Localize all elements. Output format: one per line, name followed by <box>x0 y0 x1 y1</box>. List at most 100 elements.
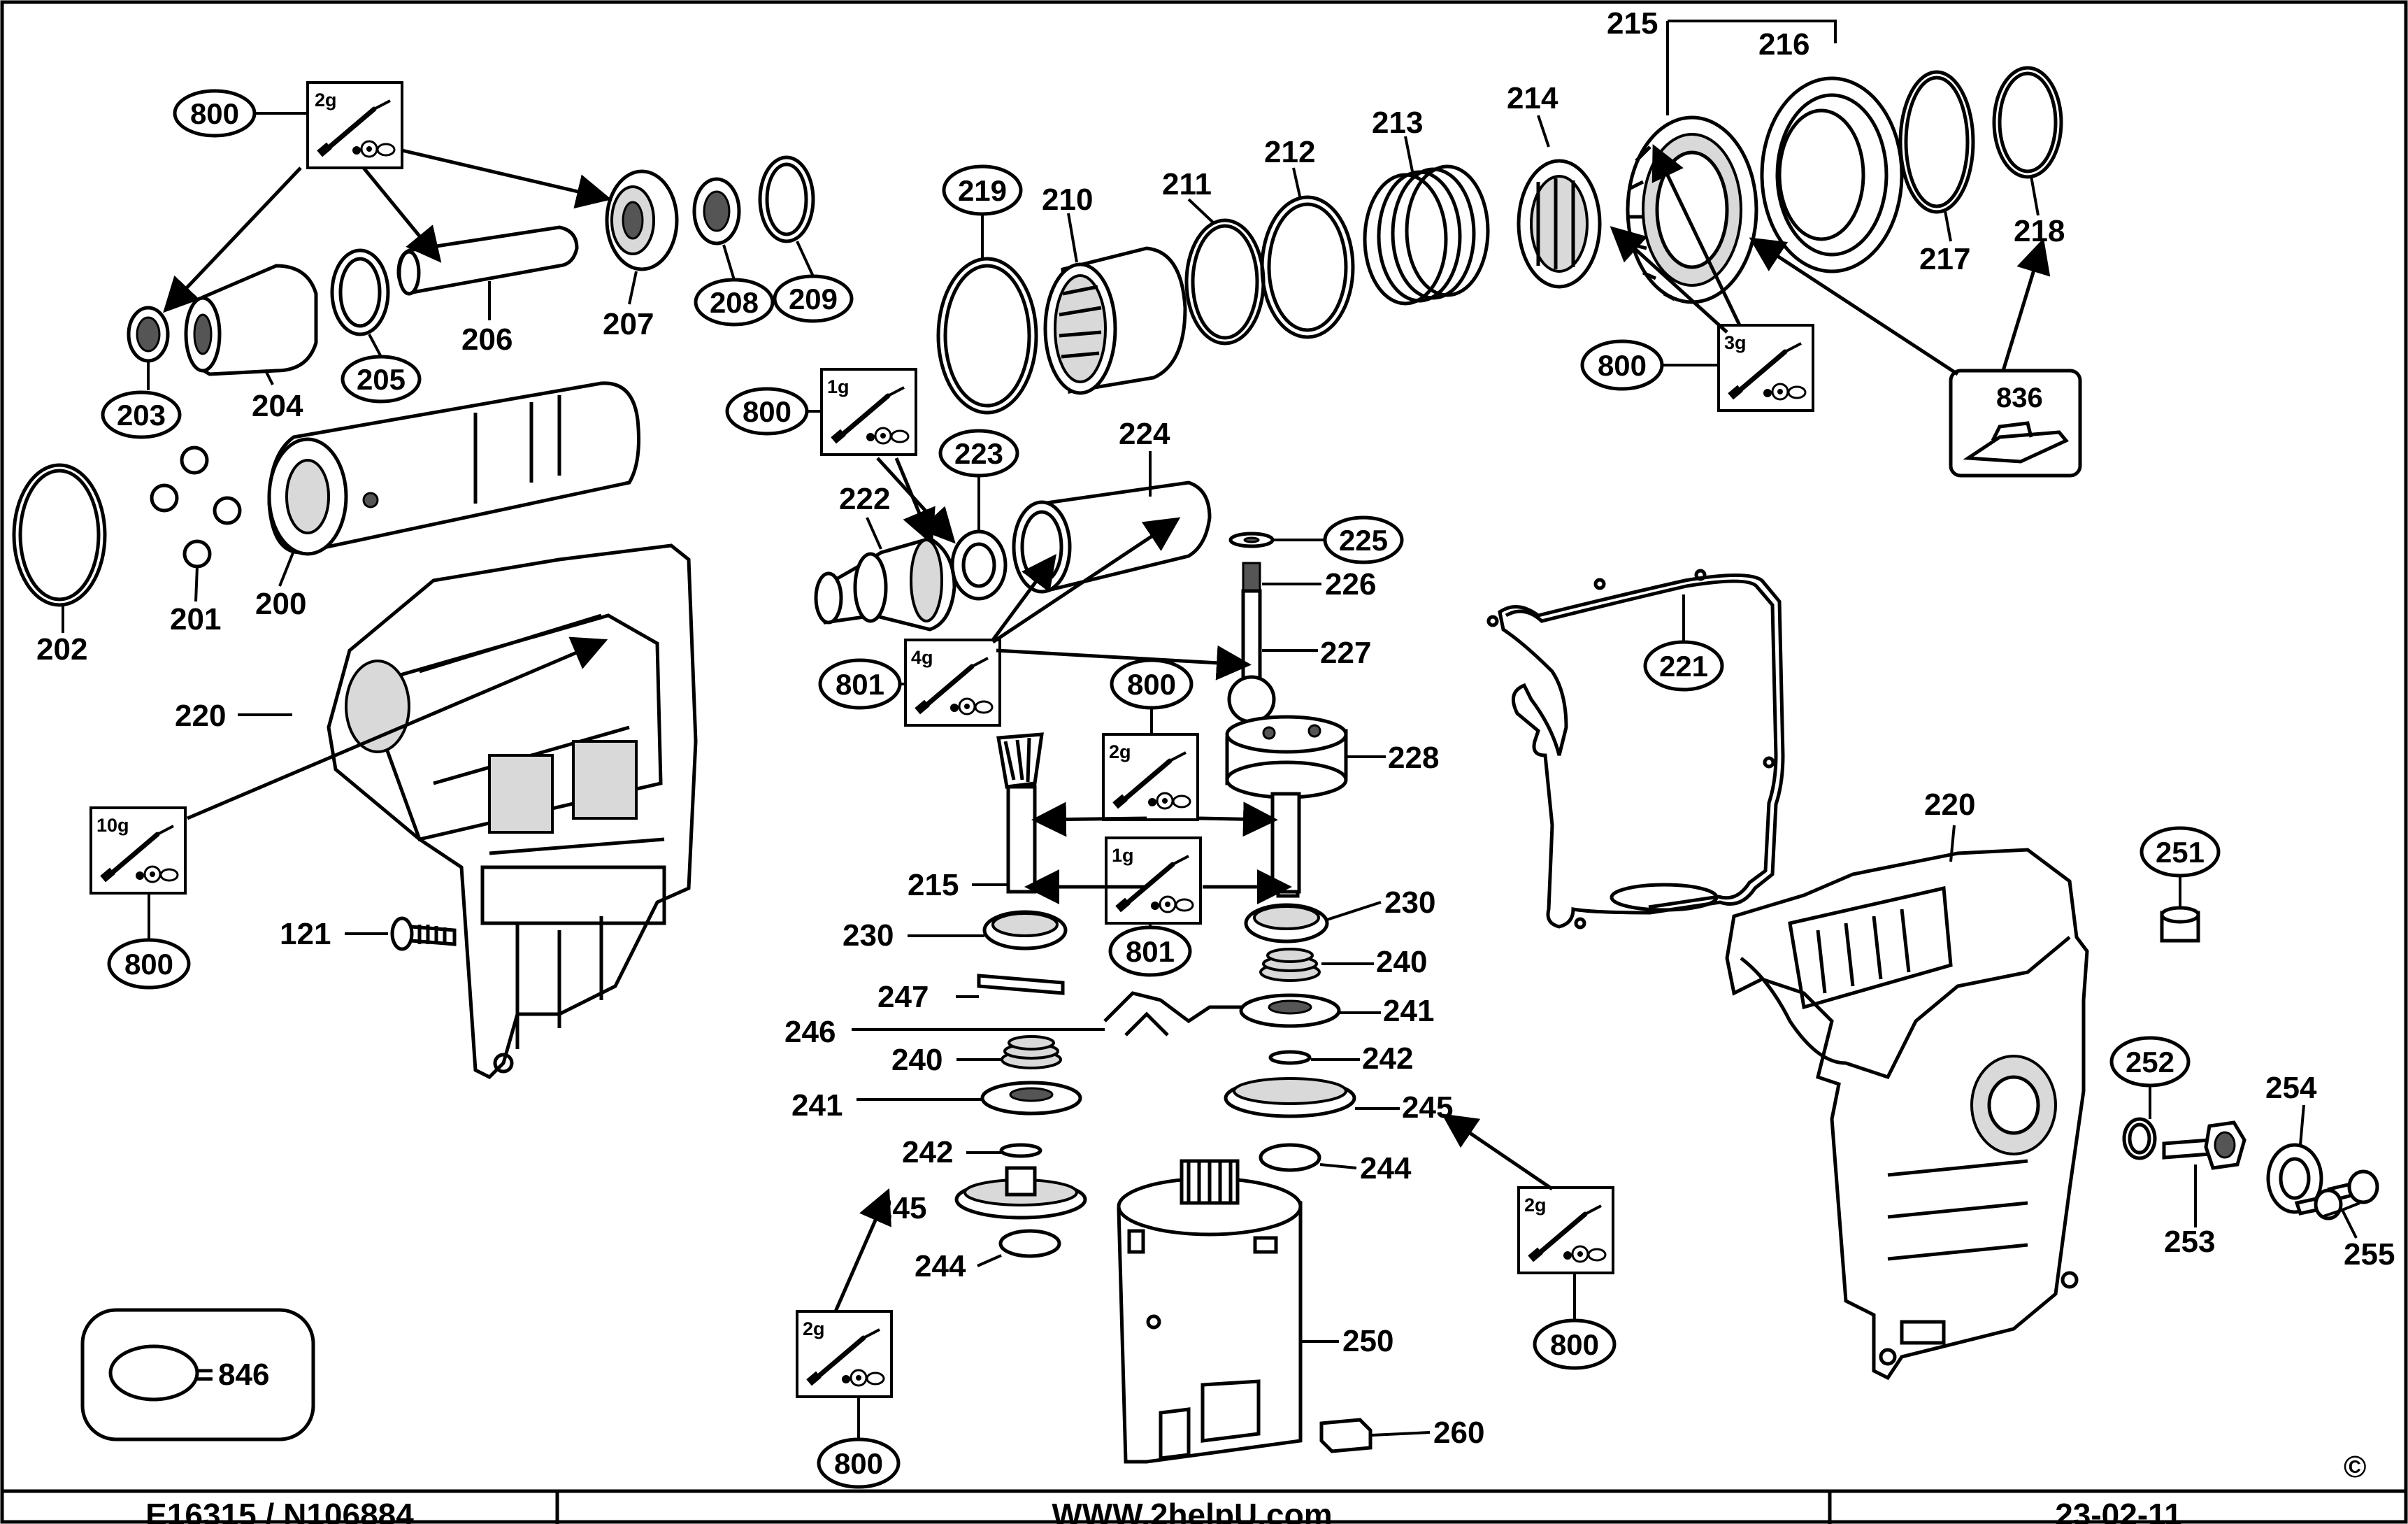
grease-qty-label: 10g <box>96 815 129 836</box>
oval-800-g6: 800 <box>1110 658 1194 710</box>
part-label-244-right: 244 <box>1360 1151 1412 1185</box>
grease-kit-g8: 2g <box>1519 1188 1613 1273</box>
footer: E16315 / N106884 WWW.2helpU.com 23-02-11 <box>145 1497 2182 1524</box>
part-label-212: 212 <box>1264 135 1315 169</box>
part-label-253: 253 <box>2164 1225 2215 1259</box>
gear-housing-right <box>1725 848 2089 1381</box>
part-label-204: 204 <box>252 389 303 423</box>
small-right-parts <box>2122 906 2379 1220</box>
part-label-210: 210 <box>1042 183 1093 217</box>
part-label-217: 217 <box>1919 242 1970 276</box>
oval-800-g4: 800 <box>1580 339 1664 391</box>
grease-qty-label: 1g <box>827 376 850 397</box>
screw-121 <box>390 916 457 951</box>
oval-label: 800 <box>834 1447 883 1480</box>
part-label-206: 206 <box>461 322 513 357</box>
oval-part-labels: 203 205 208 209 219 223 225 221 251 252 <box>101 164 2221 1088</box>
leader-lines <box>62 20 2360 1439</box>
part-label-245-left: 245 <box>875 1191 926 1225</box>
part-label-121: 121 <box>280 917 331 951</box>
part-label-252: 252 <box>2126 1046 2174 1078</box>
grease-qty-label: 2g <box>1524 1195 1547 1216</box>
part-label-209: 209 <box>789 283 838 315</box>
part-label-254: 254 <box>2265 1071 2317 1105</box>
motor <box>1117 1159 1373 1464</box>
kit-836: 836 <box>1949 369 2082 478</box>
part-label-226: 226 <box>1325 567 1376 601</box>
top-bearings <box>936 66 2063 415</box>
oval-label: 801 <box>1126 935 1175 968</box>
oval-801-g7: 801 <box>1108 925 1192 977</box>
oval-label: 800 <box>1550 1328 1599 1361</box>
part-label-222: 222 <box>839 482 890 516</box>
part-label-219: 219 <box>958 174 1007 207</box>
grease-qty-label: 2g <box>803 1318 825 1339</box>
part-label-250: 250 <box>1342 1324 1393 1358</box>
part-label-201: 201 <box>170 602 221 636</box>
part-label-224: 224 <box>1119 417 1170 451</box>
grease-qty-label: 2g <box>315 90 337 111</box>
grease-kit-g1: 2g <box>308 83 402 168</box>
part-label-205: 205 <box>357 363 406 396</box>
part-label-240-right: 240 <box>1376 945 1427 979</box>
grease-kit-g5: 10g <box>91 808 185 893</box>
grease-qty-label: 4g <box>911 647 933 668</box>
grease-kit-g7: 1g <box>1106 838 1201 923</box>
part-label-242-left: 242 <box>902 1135 953 1169</box>
grease-kit-g3: 4g <box>905 640 1000 725</box>
grease-qty-label: 3g <box>1724 332 1747 353</box>
barrel-group <box>12 155 815 607</box>
oval-800-g2: 800 <box>725 387 809 436</box>
oval-800-g9: 800 <box>817 1437 901 1489</box>
part-label-215: 215 <box>1607 6 1658 41</box>
part-label-246: 246 <box>784 1015 836 1049</box>
part-label-207: 207 <box>603 307 654 341</box>
oval-800-g8: 800 <box>1533 1318 1617 1370</box>
part-label-218: 218 <box>2014 214 2065 248</box>
part-label-211: 211 <box>1162 167 1212 201</box>
oval-800-g5: 800 <box>107 938 191 990</box>
gear-housing-left <box>327 543 698 1080</box>
gasket-221 <box>1486 569 1785 930</box>
part-label-230-left: 230 <box>843 918 894 953</box>
grease-kit-g4: 3g <box>1719 325 1813 411</box>
part-label-242-right: 242 <box>1362 1041 1413 1076</box>
arrows <box>163 143 2051 1313</box>
footer-date: 23-02-11 <box>2055 1497 2182 1524</box>
plain-part-labels: 215 216 214 213 212 211 210 217 218 204 … <box>36 6 2395 1450</box>
part-label-225: 225 <box>1339 524 1388 557</box>
legend-number: 846 <box>218 1358 269 1392</box>
footer-reference: E16315 / N106884 <box>145 1497 414 1524</box>
part-label-251: 251 <box>2156 836 2205 869</box>
part-label-221: 221 <box>1659 650 1708 683</box>
part-label-208: 208 <box>710 286 759 319</box>
oval-label: 800 <box>124 948 173 981</box>
part-label-214: 214 <box>1507 81 1558 115</box>
part-label-223: 223 <box>954 437 1003 470</box>
part-label-260: 260 <box>1433 1416 1484 1450</box>
grease-kit-g6: 2g <box>1103 734 1198 820</box>
part-label-202: 202 <box>36 632 87 667</box>
kit-836-label: 836 <box>1996 383 2043 413</box>
grease-qty-label: 1g <box>1112 845 1134 866</box>
oval-label: 801 <box>836 668 884 701</box>
oval-800-g1: 800 <box>173 89 257 138</box>
part-label-220-right: 220 <box>1924 788 1975 822</box>
part-label-200: 200 <box>255 587 306 621</box>
legend-846: = 846 <box>80 1308 315 1441</box>
copyright-symbol: © <box>2344 1450 2366 1484</box>
oval-label: 800 <box>190 97 239 130</box>
grease-kit-g9: 2g <box>797 1311 891 1397</box>
legend-equals: = <box>196 1358 214 1392</box>
gear-stacks <box>954 732 1356 1258</box>
part-label-227: 227 <box>1320 636 1371 670</box>
part-label-228: 228 <box>1388 741 1439 775</box>
part-label-244-left: 244 <box>915 1249 966 1283</box>
grease-kit-g2: 1g <box>822 369 916 455</box>
oval-801-g3: 801 <box>818 658 902 710</box>
part-label-203: 203 <box>117 399 166 432</box>
part-label-245-right: 245 <box>1402 1090 1453 1125</box>
part-label-241-left: 241 <box>791 1088 843 1123</box>
